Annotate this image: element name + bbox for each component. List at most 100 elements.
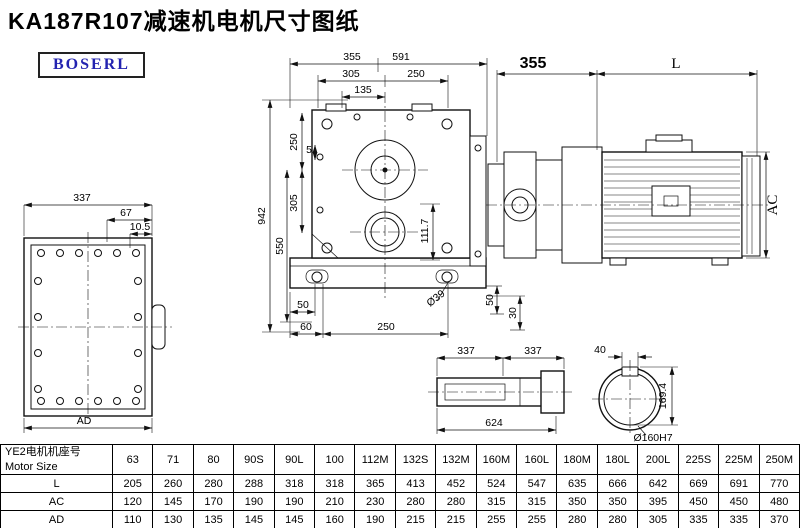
- col-header-100: 100: [314, 444, 356, 475]
- drawing-canvas: 337 67 10.5 AD: [18, 51, 781, 444]
- dim-main-550: 550: [274, 237, 286, 255]
- left-view: 337 67 10.5 AD: [18, 192, 172, 433]
- table-cell: 413: [394, 474, 437, 493]
- col-header-225M: 225M: [718, 444, 760, 475]
- dim-shaft-624: 624: [485, 417, 503, 429]
- table-cell: 215: [394, 510, 437, 528]
- table-cell: 524: [475, 474, 518, 493]
- dim-main-111-7: 111.7: [419, 218, 431, 243]
- dim-main-5: 5: [306, 144, 312, 156]
- table-cell: 280: [435, 492, 477, 511]
- table-cell: 215: [435, 510, 477, 528]
- col-header-250M: 250M: [758, 444, 800, 475]
- motor-size-header-cn: YE2电机机座号: [5, 446, 81, 459]
- col-header-63: 63: [111, 444, 154, 475]
- col-header-180M: 180M: [556, 444, 598, 475]
- dim-motor-L: L: [671, 56, 680, 72]
- table-cell: 280: [394, 492, 437, 511]
- table-cell: 350: [596, 492, 639, 511]
- col-header-132M: 132M: [435, 444, 477, 475]
- table-cell: 255: [475, 510, 518, 528]
- col-header-90L: 90L: [273, 444, 316, 475]
- table-cell: 145: [152, 492, 194, 511]
- dim-shaft-337-right: 337: [524, 345, 542, 357]
- table-cell: 452: [435, 474, 477, 493]
- col-header-200L: 200L: [637, 444, 679, 475]
- table-cell: 450: [677, 492, 720, 511]
- table-cell: 280: [556, 510, 598, 528]
- table-cell: 160: [314, 510, 356, 528]
- dim-main-d39: Ø39: [424, 288, 447, 310]
- dim-left-width: 337: [73, 192, 91, 204]
- dim-left-10-5: 10.5: [130, 221, 151, 233]
- table-cell: 205: [111, 474, 154, 493]
- table-cell: 365: [354, 474, 396, 493]
- dim-main-305-left: 305: [288, 194, 300, 212]
- col-header-112M: 112M: [354, 444, 396, 475]
- dim-main-60: 60: [300, 321, 312, 333]
- row-label-AC: AC: [0, 492, 113, 511]
- dim-main-355-top: 355: [343, 51, 361, 63]
- col-header-90S: 90S: [233, 444, 275, 475]
- dim-main-50-right: 50: [484, 294, 496, 306]
- table-cell: 120: [111, 492, 154, 511]
- brand-logo: BOSERL: [38, 52, 145, 78]
- table-cell: 260: [152, 474, 194, 493]
- dim-main-250-bottom: 250: [377, 321, 395, 333]
- page-title: KA187R107减速机电机尺寸图纸: [8, 8, 360, 34]
- table-cell: 130: [152, 510, 194, 528]
- motor-view: 355 L AC: [486, 55, 781, 266]
- table-cell: 190: [233, 492, 275, 511]
- table-cell: 210: [314, 492, 356, 511]
- table-cell: 642: [637, 474, 679, 493]
- dim-bore-169-4: 169.4: [657, 383, 669, 409]
- dim-main-135: 135: [354, 84, 372, 96]
- table-cell: 110: [111, 510, 154, 528]
- col-header-180L: 180L: [596, 444, 639, 475]
- dim-motor-AC: AC: [765, 195, 781, 216]
- table-cell: 370: [758, 510, 800, 528]
- col-header-71: 71: [152, 444, 194, 475]
- table-cell: 666: [596, 474, 639, 493]
- dim-shaft-337-left: 337: [457, 345, 475, 357]
- table-cell: 190: [273, 492, 316, 511]
- motor-flange: [469, 135, 487, 267]
- table-cell: 135: [192, 510, 235, 528]
- dim-left-ad: AD: [77, 415, 92, 427]
- dim-main-30: 30: [507, 307, 519, 319]
- col-header-132S: 132S: [394, 444, 437, 475]
- table-cell: 315: [516, 492, 558, 511]
- motor-size-header-cell: YE2电机机座号 Motor Size: [0, 444, 113, 475]
- col-header-160L: 160L: [516, 444, 558, 475]
- dim-main-250-top: 250: [407, 68, 425, 80]
- dim-bore-160h7: Ø160H7: [633, 432, 672, 444]
- table-cell: 305: [637, 510, 679, 528]
- dim-main-250-left: 250: [288, 133, 300, 151]
- table-cell: 450: [718, 492, 760, 511]
- dim-main-591: 591: [392, 51, 410, 63]
- table-cell: 315: [475, 492, 518, 511]
- dim-bore-40: 40: [594, 344, 606, 356]
- bore-view: 40 169.4 Ø160H7: [592, 344, 678, 444]
- col-header-225S: 225S: [677, 444, 720, 475]
- table-cell: 170: [192, 492, 235, 511]
- motor-nameplate: [651, 185, 691, 217]
- table-cell: 547: [516, 474, 558, 493]
- main-view: 355 591 305 250 135 250 5 305 550 942 11…: [256, 51, 525, 338]
- row-label-L: L: [0, 474, 113, 493]
- dim-main-50-bottom: 50: [297, 299, 309, 311]
- row-label-AD: AD: [0, 510, 113, 528]
- table-cell: 318: [273, 474, 316, 493]
- table-cell: 230: [354, 492, 396, 511]
- col-header-80: 80: [192, 444, 235, 475]
- dim-motor-355: 355: [520, 55, 547, 72]
- shaft-view: 337 337 624: [428, 345, 572, 434]
- table-cell: 145: [273, 510, 316, 528]
- dim-left-67: 67: [120, 207, 132, 219]
- table-cell: 691: [718, 474, 760, 493]
